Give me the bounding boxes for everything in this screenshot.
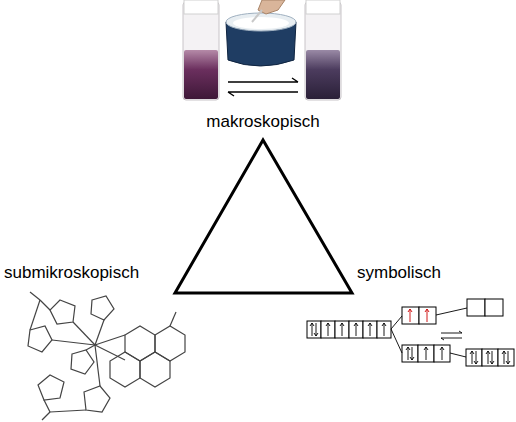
bath-top xyxy=(226,13,296,31)
orbital-box xyxy=(498,349,514,366)
vial-cap xyxy=(306,0,340,14)
spin-up xyxy=(486,351,490,364)
equilibrium-arrow xyxy=(441,331,462,333)
bond xyxy=(86,345,95,350)
spoon xyxy=(252,10,262,22)
spin-down xyxy=(506,351,510,364)
pyrazole-ring xyxy=(91,296,114,320)
splitting-line xyxy=(391,316,402,329)
spin-up xyxy=(425,309,429,322)
pyrazole-ring xyxy=(28,326,52,352)
spin-up xyxy=(340,323,344,336)
equilibrium-arrow xyxy=(228,92,298,96)
pyrazole-ring xyxy=(50,300,75,324)
electron-arrows xyxy=(310,323,510,364)
orbital-box xyxy=(402,345,418,362)
pyrazole-ring xyxy=(84,386,110,412)
vial-left xyxy=(183,2,219,100)
pyrazole-ring xyxy=(71,350,94,374)
methyl-bond xyxy=(170,312,176,326)
bond xyxy=(95,335,125,345)
orbital-lines xyxy=(391,308,467,357)
triangle-outline xyxy=(175,140,352,293)
bond xyxy=(95,320,104,345)
liquid-dark xyxy=(306,50,340,99)
equilibrium-arrow xyxy=(441,338,462,340)
phenanthroline-ring xyxy=(125,326,155,361)
bond xyxy=(50,410,86,412)
orbital-box xyxy=(363,321,377,338)
bond xyxy=(30,300,40,330)
bond xyxy=(73,322,95,345)
orbital-box xyxy=(485,299,503,316)
photo-vials xyxy=(183,0,341,100)
spin-up xyxy=(326,323,330,336)
spin-up xyxy=(470,351,474,364)
ice xyxy=(233,17,289,29)
electron-arrows-red xyxy=(408,309,429,322)
spin-down xyxy=(410,347,414,360)
spin-down xyxy=(314,323,318,336)
spin-down xyxy=(474,351,478,364)
spin-up xyxy=(368,323,372,336)
orbital-box xyxy=(335,321,349,338)
orbital-box xyxy=(467,299,485,316)
corner-label: submikroskopisch xyxy=(4,263,139,283)
corner-label: makroskopisch xyxy=(206,112,319,132)
orbital-box xyxy=(321,321,335,338)
hand xyxy=(258,0,285,14)
spin-up xyxy=(408,309,412,322)
spin-up xyxy=(502,351,506,364)
spin-down xyxy=(490,351,494,364)
bond xyxy=(40,300,50,310)
orbital-box xyxy=(482,349,498,366)
bond xyxy=(52,340,95,345)
splitting-line xyxy=(450,353,466,357)
bond xyxy=(95,345,100,386)
corner-label: symbolisch xyxy=(357,263,441,283)
bond xyxy=(44,400,50,412)
pyrazole-ring xyxy=(38,375,64,400)
orbital-box xyxy=(434,345,450,362)
phenanthroline-ring xyxy=(110,352,140,387)
orbital-box xyxy=(402,307,419,324)
spin-up xyxy=(354,323,358,336)
vial-right xyxy=(305,2,341,100)
orbital-box xyxy=(349,321,363,338)
orbital-box xyxy=(419,307,436,324)
splitting-line xyxy=(436,308,467,315)
bond xyxy=(42,412,50,420)
spin-up xyxy=(382,323,386,336)
equilibrium-arrow xyxy=(228,78,298,82)
spin-up xyxy=(440,347,444,360)
spin-up xyxy=(424,347,428,360)
liquid-purple xyxy=(184,50,218,99)
molecule-structure xyxy=(28,292,185,420)
splitting-line xyxy=(391,329,402,353)
spin-up xyxy=(406,347,410,360)
vial-cap xyxy=(184,0,218,14)
orbital-box xyxy=(418,345,434,362)
phenanthroline-ring xyxy=(155,326,185,361)
orbital-diagram xyxy=(307,299,514,366)
bond xyxy=(95,345,125,360)
orbital-box xyxy=(377,321,391,338)
orbital-box xyxy=(466,349,482,366)
cooling-bath xyxy=(226,15,296,66)
orbital-box xyxy=(307,321,321,338)
spin-up xyxy=(310,323,314,336)
bond xyxy=(30,292,40,300)
phenanthroline-ring xyxy=(140,352,170,387)
